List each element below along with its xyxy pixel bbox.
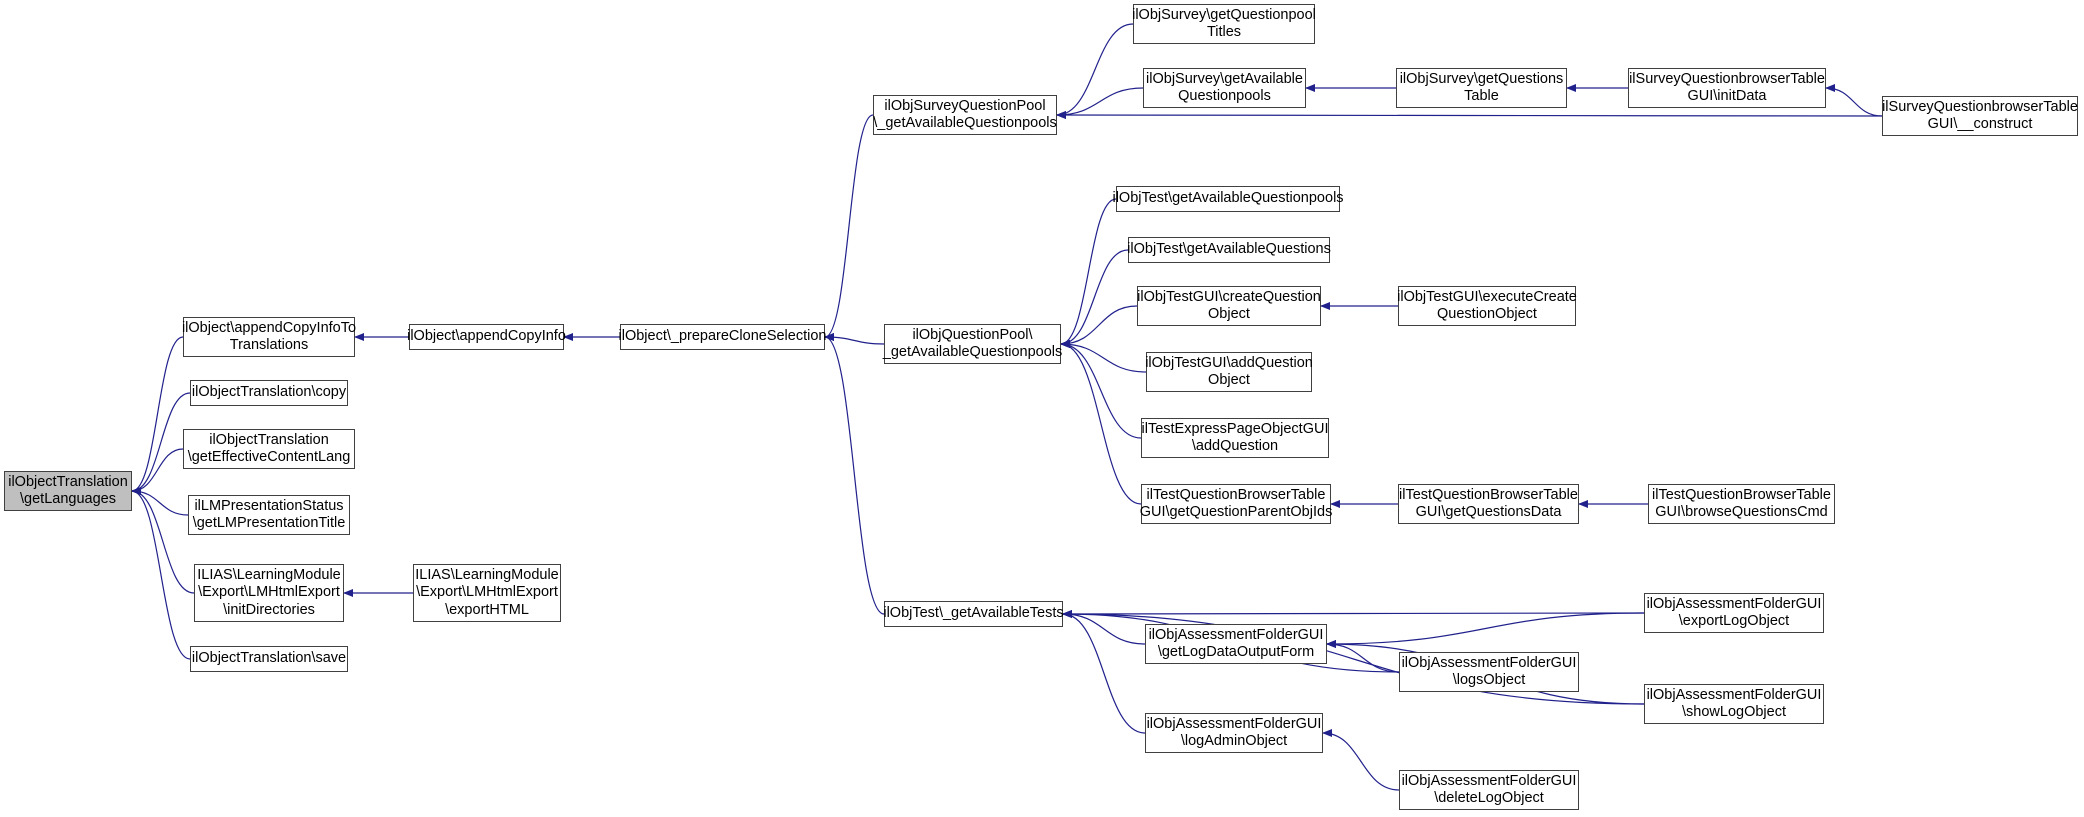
graph-node[interactable]: ilObjAssessmentFolderGUI \logsObject xyxy=(1399,652,1579,692)
graph-edge xyxy=(1056,87,1144,119)
graph-node[interactable]: ilSurveyQuestionbrowserTable GUI\__const… xyxy=(1882,96,2078,136)
graph-edge xyxy=(1060,305,1138,348)
graph-edge xyxy=(1326,612,1645,648)
graph-node[interactable]: ilObjTest\getAvailableQuestionpools xyxy=(1112,186,1344,212)
graph-edge xyxy=(1062,609,1645,618)
graph-node[interactable]: ilTestQuestionBrowserTable GUI\getQuesti… xyxy=(1398,484,1579,524)
graph-node[interactable]: ilObjTest\_getAvailableTests xyxy=(883,601,1064,627)
graph-edge xyxy=(1060,249,1129,348)
graph-node[interactable]: ilObjSurvey\getAvailable Questionpools xyxy=(1143,68,1306,108)
graph-node[interactable]: ilObject\_prepareCloneSelection xyxy=(619,324,826,350)
graph-edge xyxy=(1056,23,1134,119)
graph-node[interactable]: ilLMPresentationStatus \getLMPresentatio… xyxy=(188,495,350,535)
graph-edge xyxy=(131,487,191,660)
graph-node[interactable]: ilObjectTranslation\save xyxy=(190,646,348,672)
graph-edge xyxy=(131,392,191,495)
graph-edge xyxy=(1825,84,1883,117)
graph-node[interactable]: ILIAS\LearningModule \Export\LMHtmlExpor… xyxy=(413,564,561,622)
graph-node[interactable]: ilObjectTranslation \getLanguages xyxy=(4,471,132,511)
graph-node[interactable]: ilObjTestGUI\executeCreate QuestionObjec… xyxy=(1397,286,1577,326)
graph-node[interactable]: ilObjAssessmentFolderGUI \exportLogObjec… xyxy=(1644,593,1824,633)
graph-node[interactable]: ilObjectTranslation\copy xyxy=(190,380,348,406)
graph-edge xyxy=(1060,340,1147,373)
graph-node[interactable]: ilObjAssessmentFolderGUI \deleteLogObjec… xyxy=(1399,770,1579,810)
graph-node[interactable]: ilObjTestGUI\createQuestion Object xyxy=(1137,286,1321,326)
graph-node[interactable]: ilObjAssessmentFolderGUI \getLogDataOutp… xyxy=(1145,624,1327,664)
graph-node[interactable]: ilSurveyQuestionbrowserTable GUI\initDat… xyxy=(1628,68,1826,108)
graph-node[interactable]: ilObjAssessmentFolderGUI \logAdminObject xyxy=(1145,713,1323,753)
graph-edge xyxy=(131,448,184,495)
graph-edge xyxy=(131,487,189,516)
graph-edge xyxy=(824,333,885,345)
graph-edge xyxy=(1060,340,1142,505)
graph-node[interactable]: ILIAS\LearningModule \Export\LMHtmlExpor… xyxy=(194,564,344,622)
graph-edge xyxy=(1062,610,1146,645)
graph-edge xyxy=(824,333,885,615)
graph-node[interactable]: ilObjAssessmentFolderGUI \showLogObject xyxy=(1644,684,1824,724)
graph-edge xyxy=(824,114,874,341)
graph-edge xyxy=(1062,610,1146,734)
graph-edge xyxy=(1322,729,1400,791)
graph-node[interactable]: ilObjSurveyQuestionPool \_getAvailableQu… xyxy=(873,95,1057,135)
graph-edge xyxy=(1060,198,1117,348)
graph-node[interactable]: ilTestQuestionBrowserTable GUI\getQuesti… xyxy=(1140,484,1332,524)
graph-edge xyxy=(1056,111,1883,120)
graph-node[interactable]: ilObjectTranslation \getEffectiveContent… xyxy=(183,429,355,469)
graph-edge xyxy=(1326,640,1400,673)
graph-node[interactable]: ilObject\appendCopyInfoTo Translations xyxy=(182,317,356,357)
graph-edge xyxy=(131,336,184,495)
graph-node[interactable]: ilObjQuestionPool\ _getAvailableQuestion… xyxy=(883,324,1062,364)
graph-edge xyxy=(1060,340,1142,439)
graph-node[interactable]: ilObject\appendCopyInfo xyxy=(407,324,566,350)
graph-node[interactable]: ilTestQuestionBrowserTable GUI\browseQue… xyxy=(1648,484,1835,524)
graph-node[interactable]: ilObjTestGUI\addQuestion Object xyxy=(1145,352,1313,392)
graph-node[interactable]: ilObjTest\getAvailableQuestions xyxy=(1127,237,1331,263)
graph-edge xyxy=(131,487,195,594)
graph-node[interactable]: ilObjSurvey\getQuestions Table xyxy=(1396,68,1567,108)
graph-node[interactable]: ilObjSurvey\getQuestionpool Titles xyxy=(1132,4,1316,44)
graph-node[interactable]: ilTestExpressPageObjectGUI \addQuestion xyxy=(1141,418,1329,458)
